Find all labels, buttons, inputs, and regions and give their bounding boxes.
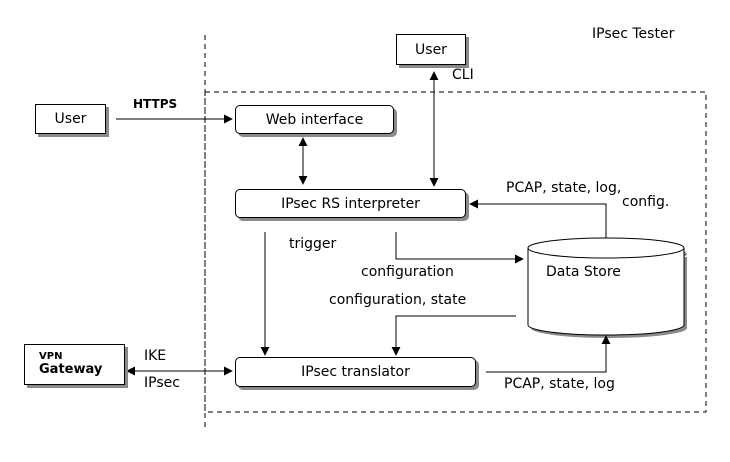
diagram-title: IPsec Tester xyxy=(592,26,675,42)
pcap-in-label-line1: PCAP, state, log, xyxy=(506,180,622,196)
translator-label: IPsec translator xyxy=(301,364,410,380)
translator-box: IPsec translator xyxy=(235,357,476,387)
configuration-state-label: configuration, state xyxy=(329,292,467,308)
pcap-out-label: PCAP, state, log xyxy=(504,376,615,392)
vpn-gateway-box: VPN Gateway xyxy=(24,344,125,385)
web-interface-label: Web interface xyxy=(265,111,364,128)
configuration-label: configuration xyxy=(361,264,454,280)
rs-interpreter-box: IPsec RS interpreter xyxy=(235,189,466,218)
user-left-box: User xyxy=(35,104,106,134)
arrow-configuration-state xyxy=(391,315,516,356)
tester-boundary-dashed xyxy=(204,91,707,413)
data-store-cylinder xyxy=(527,237,687,338)
arrow-pcap-in xyxy=(469,199,607,238)
trigger-label: trigger xyxy=(289,236,337,252)
rs-interpreter-label: IPsec RS interpreter xyxy=(281,195,420,212)
ike-label: IKE xyxy=(144,348,167,364)
user-top-box: User xyxy=(396,34,466,65)
gateway-label: Gateway xyxy=(39,361,103,377)
data-store-label: Data Store xyxy=(546,264,621,280)
arrow-configuration xyxy=(395,232,524,264)
user-left-label: User xyxy=(54,111,87,127)
user-top-label: User xyxy=(415,41,447,58)
web-interface-box: Web interface xyxy=(235,105,394,134)
arrow-pcap-out xyxy=(486,335,611,373)
cli-label: CLI xyxy=(452,67,474,83)
ipsec-label: IPsec xyxy=(144,375,180,391)
pcap-in-label-line2: config. xyxy=(622,194,670,210)
vpn-label: VPN xyxy=(39,351,63,363)
https-label: HTTPS xyxy=(133,97,178,111)
